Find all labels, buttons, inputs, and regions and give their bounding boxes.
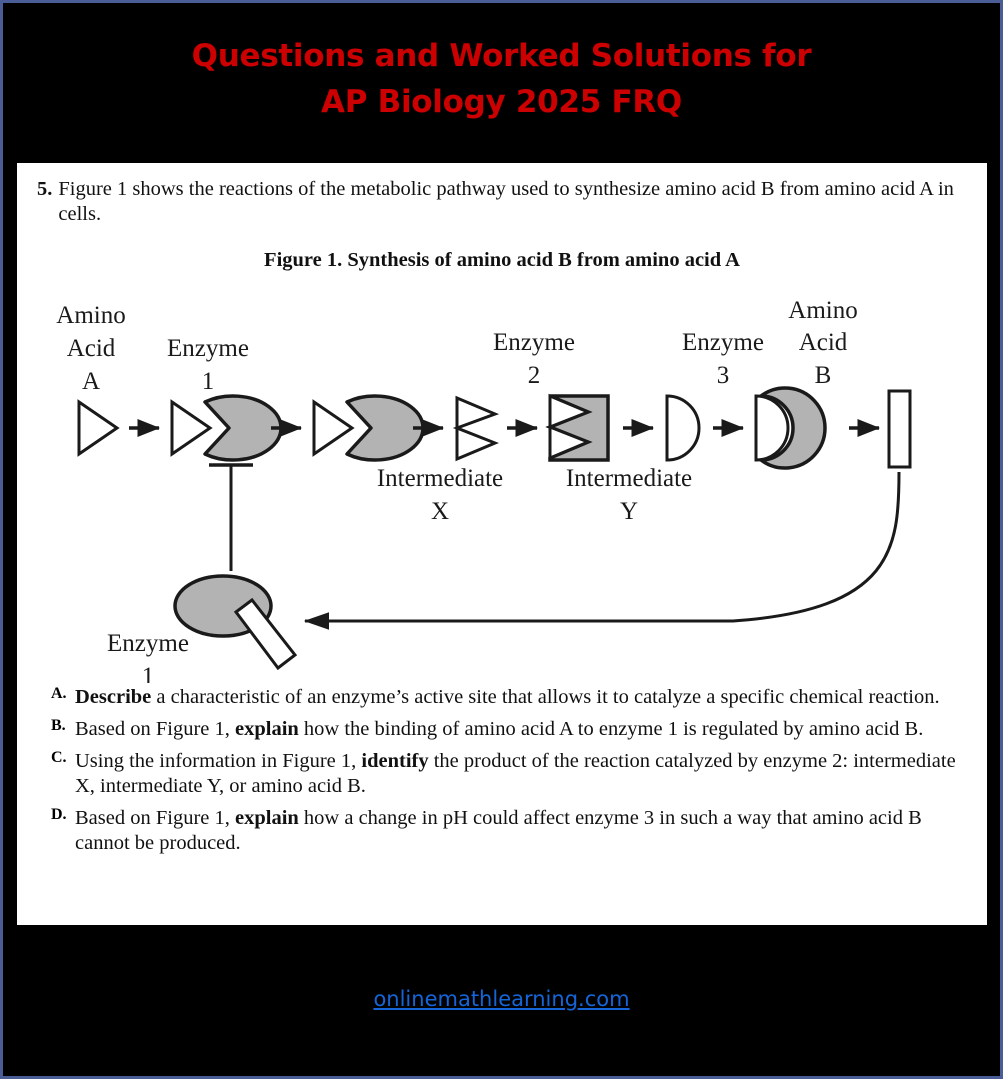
part-d-rest: how a change in pH could affect enzyme 3… <box>75 807 922 854</box>
label-intermediate-y-line1: Intermediate <box>566 465 692 492</box>
label-amino-acid-b-line1: Amino <box>788 297 857 324</box>
part-c-rest: the product of the reaction catalyzed by… <box>75 750 956 797</box>
inhibition-symbol <box>209 463 253 571</box>
question-stem: 5. Figure 1 shows the reactions of the m… <box>33 177 971 227</box>
part-b-pre: Based on Figure 1, <box>75 718 235 740</box>
label-amino-acid-b-line2: Acid <box>799 329 848 356</box>
shape-amino-acid-b-bound <box>233 597 298 671</box>
shape-enzyme-3 <box>755 386 827 470</box>
part-d-letter: D. <box>51 806 67 823</box>
part-d-text: Based on Figure 1, explain how a change … <box>75 806 971 856</box>
shape-enzyme1-notch-void <box>312 399 355 457</box>
part-d-pre: Based on Figure 1, <box>75 807 235 829</box>
part-b-rest: how the binding of amino acid A to enzym… <box>298 718 924 740</box>
shape-intermediate-x <box>452 395 500 462</box>
label-amino-acid-a-line3: A <box>82 368 100 395</box>
figure-caption: Figure 1. Synthesis of amino acid B from… <box>264 249 740 271</box>
label-amino-acid-b-line3: B <box>815 362 832 389</box>
part-a-text: Describe a characteristic of an enzyme’s… <box>75 685 971 710</box>
label-amino-acid-a-line2: Acid <box>67 335 116 362</box>
label-enzyme-3-line2: 3 <box>717 362 730 389</box>
shape-intermediate-y-bound <box>754 394 790 462</box>
label-enzyme-2-line1: Enzyme <box>493 329 575 356</box>
page-footer: onlinemathlearning.com <box>3 987 1000 1011</box>
label-enzyme-1-bottom-line2: 1 <box>142 663 155 683</box>
part-d-verb: explain <box>235 807 299 829</box>
label-enzyme-1-bottom-line1: Enzyme <box>107 630 189 657</box>
shape-amino-acid-b <box>887 389 912 469</box>
shape-enzyme-1-empty <box>345 394 425 462</box>
part-b-verb: explain <box>235 718 299 740</box>
page-header: Questions and Worked Solutions for AP Bi… <box>3 33 1000 125</box>
question-part-d: D. Based on Figure 1, explain how a chan… <box>33 806 971 856</box>
content-panel: 5. Figure 1 shows the reactions of the m… <box>17 163 987 925</box>
shape-intermediate-x-bound <box>545 393 592 461</box>
onlinemathlearning-link[interactable]: onlinemathlearning.com <box>373 987 630 1011</box>
question-part-c: C. Using the information in Figure 1, id… <box>33 749 971 799</box>
part-c-text: Using the information in Figure 1, ident… <box>75 749 971 799</box>
part-b-text: Based on Figure 1, explain how the bindi… <box>75 717 971 742</box>
shape-intermediate-y <box>665 394 701 462</box>
label-intermediate-x-line1: Intermediate <box>377 465 503 492</box>
shape-amino-acid-a <box>77 399 120 457</box>
pathway-svg: Amino Acid A Enzyme 1 Enzyme 2 Enzyme 3 … <box>56 297 912 683</box>
part-c-letter: C. <box>51 749 67 766</box>
feedback-inhibition-arrow <box>303 471 901 630</box>
shape-enzyme-1 <box>203 394 283 462</box>
label-intermediate-x-line2: X <box>431 498 449 525</box>
label-enzyme-2-line2: 2 <box>528 362 541 389</box>
figure-1-diagram: Amino Acid A Enzyme 1 Enzyme 2 Enzyme 3 … <box>33 278 971 683</box>
title-line-2: AP Biology 2025 FRQ <box>321 84 682 120</box>
label-enzyme-3-line1: Enzyme <box>682 329 764 356</box>
part-b-letter: B. <box>51 717 66 734</box>
title-line-1: Questions and Worked Solutions for <box>191 38 812 74</box>
part-a-verb: Describe <box>75 686 152 708</box>
shape-amino-acid-a-bound <box>170 399 213 457</box>
question-number: 5. <box>37 178 53 200</box>
question-stem-text: Figure 1 shows the reactions of the meta… <box>58 178 954 225</box>
part-c-pre: Using the information in Figure 1, <box>75 750 362 772</box>
question-part-a: A. Describe a characteristic of an enzym… <box>33 685 971 710</box>
label-enzyme-1-line2: 1 <box>202 368 215 395</box>
question-part-b: B. Based on Figure 1, explain how the bi… <box>33 717 971 742</box>
question-parts-list: A. Describe a characteristic of an enzym… <box>33 685 971 856</box>
part-c-verb: identify <box>361 750 429 772</box>
label-enzyme-1-line1: Enzyme <box>167 335 249 362</box>
label-amino-acid-a-line1: Amino <box>56 302 125 329</box>
label-intermediate-y-line2: Y <box>620 498 638 525</box>
part-a-rest: a characteristic of an enzyme’s active s… <box>151 686 940 708</box>
part-a-letter: A. <box>51 685 67 702</box>
